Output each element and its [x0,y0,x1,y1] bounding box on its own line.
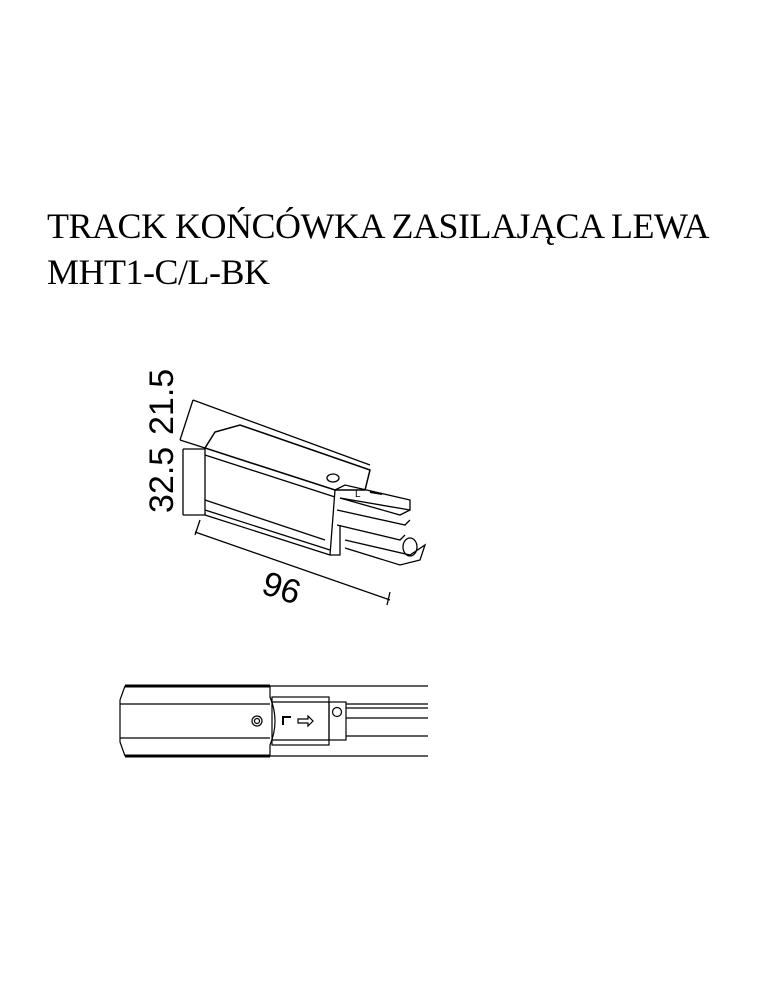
product-title-line1: TRACK KOŃCÓWKA ZASILAJĄCA LEWA [47,206,710,246]
dimension-height: 32.5 [143,447,181,513]
iso-label-marker: L [355,489,361,500]
product-code: MHT1-C/L-BK [47,252,270,292]
isometric-view: L [179,399,427,606]
top-view [119,684,428,758]
dimension-width: 21.5 [143,369,181,435]
dimension-length: 96 [258,564,306,612]
